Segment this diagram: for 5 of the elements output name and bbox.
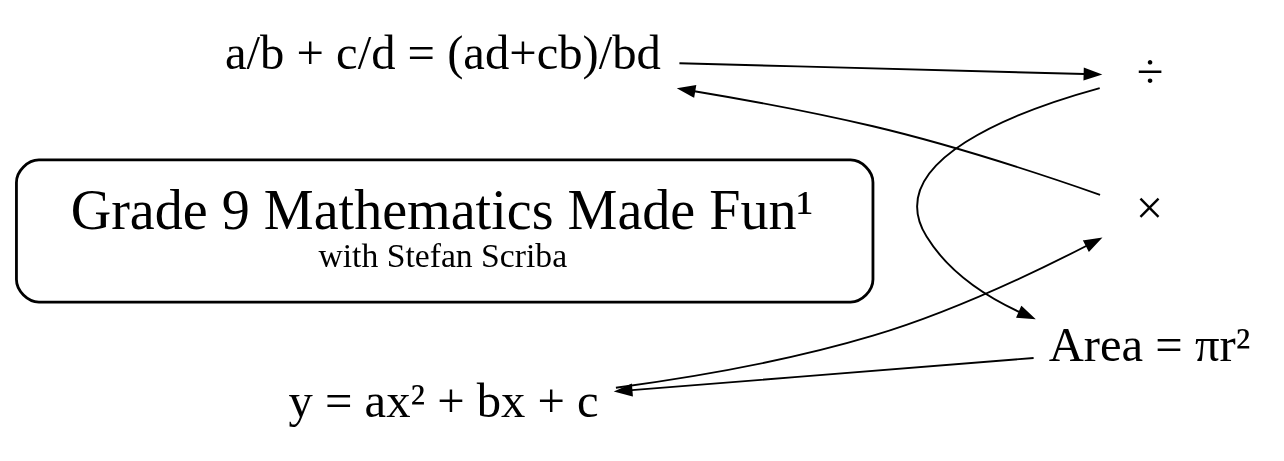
node-text: a/b + c/d = (ad+cb)/bd <box>224 25 661 80</box>
node-text: y = ax² + bx + c <box>288 373 599 428</box>
node-text: × <box>1135 180 1164 235</box>
node-text: ÷ <box>1136 44 1164 99</box>
node-text: Area = πr² <box>1048 317 1251 372</box>
